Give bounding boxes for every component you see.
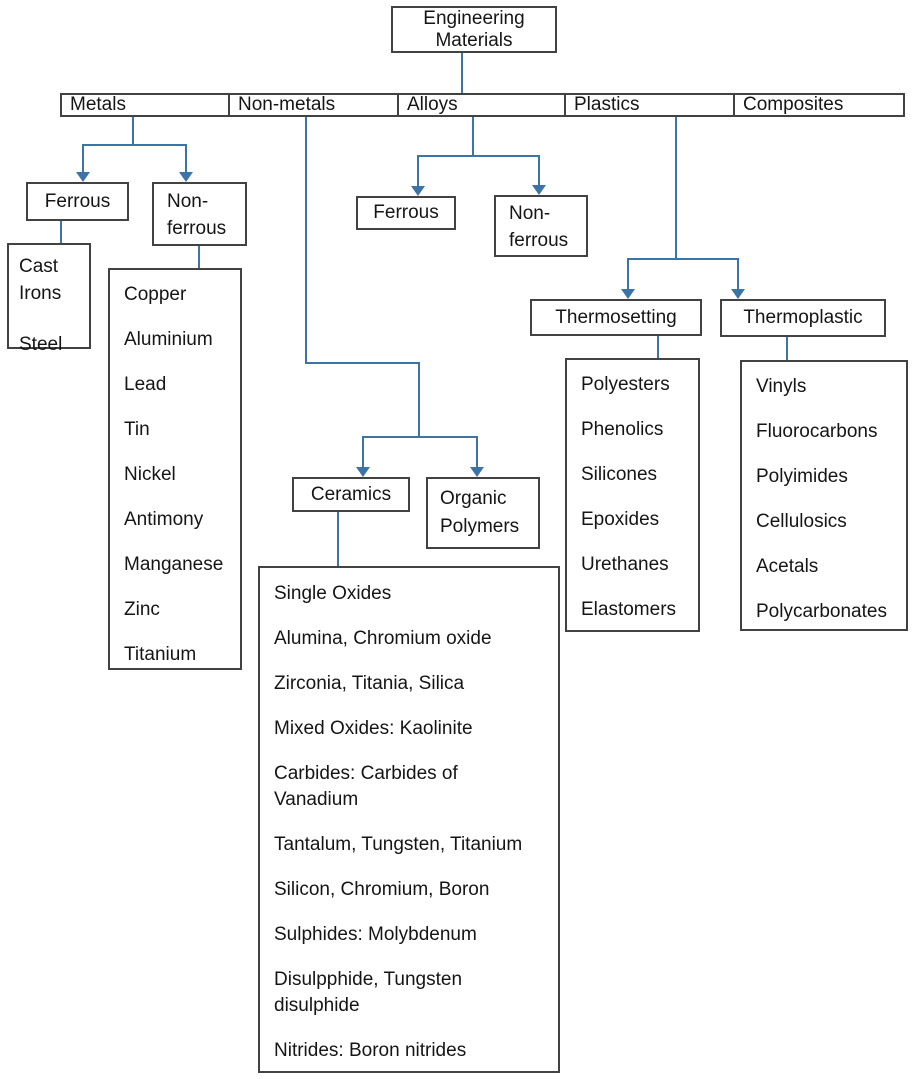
connector-line (337, 512, 339, 566)
ferrous-label-metals: Ferrous (44, 190, 111, 212)
list-item: Polyesters (581, 374, 670, 395)
ferrous-box-metals: Ferrous (26, 182, 129, 221)
connector-line (657, 336, 659, 358)
category-label-plastics: Plastics (574, 94, 640, 115)
connector-line (476, 436, 478, 467)
connector-line (417, 155, 540, 157)
connector-line (305, 362, 420, 364)
list-item: Silicon, Chromium, Boron (274, 879, 490, 900)
thermoplastic-label: Thermoplastic (743, 307, 863, 328)
list-item: Alumina, Chromium oxide (274, 628, 492, 649)
non-ferrous-label-alloys: Non-ferrous (509, 203, 569, 251)
connector-line (82, 144, 187, 146)
connector-arrowhead (76, 172, 90, 182)
category-label-non-metals: Non-metals (238, 94, 336, 115)
list-item: Tantalum, Tungsten, Titanium (274, 834, 523, 855)
list-item: Polyimides (756, 466, 848, 487)
list-item: Steel (19, 334, 63, 355)
list-item: Sulphides: Molybdenum (274, 924, 477, 945)
list-item: Mixed Oxides: Kaolinite (274, 718, 473, 739)
ceramics-box: Ceramics (292, 477, 410, 512)
connector-line (538, 155, 540, 185)
category-label-composites: Composites (743, 94, 844, 115)
list-item: Aluminium (124, 329, 213, 350)
connector-line (627, 258, 739, 260)
category-cell-non-metals: Non-metals (230, 94, 399, 115)
ceramics-list: Single Oxides Alumina, Chromium oxide Zi… (258, 566, 560, 1073)
connector-arrowhead (179, 172, 193, 182)
list-item: Zinc (124, 599, 160, 620)
list-item: Antimony (124, 509, 204, 530)
connector-line (461, 53, 463, 93)
connector-line (627, 258, 629, 289)
list-item: Fluorocarbons (756, 421, 878, 442)
ferrous-label-alloys: Ferrous (373, 202, 439, 223)
ferrous-box-alloys: Ferrous (356, 196, 456, 230)
list-item: Cellulosics (756, 511, 847, 532)
thermosetting-label: Thermosetting (555, 306, 677, 328)
list-item: Polycarbonates (756, 601, 887, 622)
thermoplastic-box: Thermoplastic (720, 299, 886, 337)
list-item: Zirconia, Titania, Silica (274, 673, 465, 694)
list-item: Copper (124, 284, 187, 305)
connector-line (185, 144, 187, 172)
list-item: Elastomers (581, 599, 677, 620)
category-cell-alloys: Alloys (399, 94, 566, 115)
list-item: Urethanes (581, 554, 669, 575)
connector-line (417, 155, 419, 186)
list-item: Tin (124, 419, 150, 440)
non-ferrous-label-metals: Non-ferrous (167, 191, 227, 239)
connector-line (305, 117, 307, 364)
connector-arrowhead (621, 289, 635, 299)
ceramics-label: Ceramics (310, 483, 392, 505)
organic-polymers-label: Organic Polymers (440, 488, 520, 537)
list-item: Single Oxides (274, 583, 392, 604)
list-item: Acetals (756, 556, 819, 577)
list-item: Vinyls (756, 376, 807, 397)
list-item: Titanium (124, 644, 197, 665)
list-item: Nitrides: Boron nitrides (274, 1040, 467, 1061)
connector-arrowhead (411, 186, 425, 196)
non-ferrous-metals-list: Copper Aluminium Lead Tin Nickel Antimon… (108, 268, 242, 670)
list-item: Carbides: Carbides of Vanadium (274, 763, 458, 810)
list-item: Phenolics (581, 419, 664, 440)
connector-line (418, 362, 420, 438)
list-item: Silicones (581, 464, 658, 485)
non-ferrous-box-alloys: Non-ferrous (494, 195, 588, 257)
organic-polymers-box: Organic Polymers (426, 477, 540, 549)
list-item: Disulpphide, Tungsten disulphide (274, 969, 463, 1016)
connector-arrowhead (470, 467, 484, 477)
category-label-metals: Metals (70, 94, 126, 115)
connector-line (198, 246, 200, 268)
connector-arrowhead (731, 289, 745, 299)
cast-irons-steel-box: Cast Irons Steel (7, 243, 91, 355)
list-item: Lead (124, 374, 167, 395)
list-item: Nickel (124, 464, 176, 485)
connector-line (82, 144, 84, 172)
connector-arrowhead (356, 467, 370, 477)
connector-line (786, 337, 788, 360)
list-item: Manganese (124, 554, 224, 575)
list-item: Epoxides (581, 509, 660, 530)
category-bar: Metals Non-metals Alloys Plastics Compos… (60, 93, 905, 117)
thermoplastic-list: Vinyls Fluorocarbons Polyimides Cellulos… (740, 360, 908, 631)
connector-line (60, 221, 62, 243)
connector-line (737, 258, 739, 289)
list-item: Cast Irons (19, 256, 62, 304)
connector-line (362, 436, 478, 438)
category-cell-composites: Composites (735, 94, 903, 115)
connector-line (132, 117, 134, 145)
connector-line (675, 117, 677, 260)
thermosetting-list: Polyesters Phenolics Silicones Epoxides … (565, 358, 700, 632)
non-ferrous-box-metals: Non-ferrous (152, 182, 247, 246)
thermosetting-box: Thermosetting (530, 299, 702, 336)
category-cell-metals: Metals (62, 94, 230, 115)
engineering-materials-box: Engineering Materials (391, 6, 557, 53)
engineering-materials-label: Engineering Materials (423, 7, 525, 51)
connector-line (472, 117, 474, 157)
category-cell-plastics: Plastics (566, 94, 735, 115)
connector-line (362, 436, 364, 467)
connector-arrowhead (532, 185, 546, 195)
category-label-alloys: Alloys (407, 94, 458, 115)
